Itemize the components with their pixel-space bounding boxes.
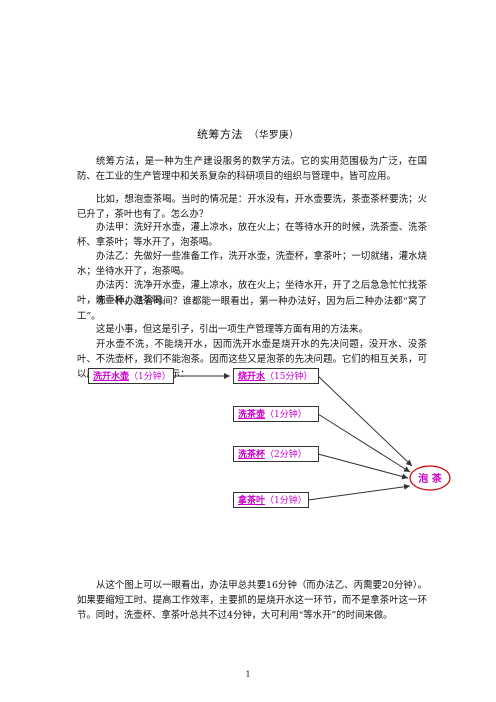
node-wash-cups: 洗茶杯（2分钟） (233, 446, 319, 462)
author-text: （华罗庚） (248, 130, 299, 141)
node-boil-water-name: 烧开水 (238, 372, 266, 382)
page-number: 1 (245, 670, 251, 679)
arrow-diagram: 泡 茶 洗开水壶（1分钟） 烧开水（15分钟） 洗茶壶（1分钟） 洗茶杯（2分钟… (88, 362, 458, 552)
paragraph-method-a: 办法甲：洗好开水壶，灌上凉水，放在火上；在等待水开的时候，洗茶壶、洗茶杯、拿茶叶… (77, 222, 427, 249)
node-wash-kettle-time: （1分钟） (129, 372, 171, 382)
node-wash-teapot-name: 洗茶壶 (238, 410, 266, 420)
title-text: 统筹方法 (196, 128, 243, 141)
make-tea-ellipse (409, 465, 451, 491)
node-wash-teapot-time: （1分钟） (265, 410, 307, 420)
paragraph-method-b: 办法乙：先做好一些准备工作，洗开水壶，洗壶杯，拿茶叶；一切就绪，灌水烧水；坐待水… (77, 251, 427, 278)
arrow-cups-to-tea (317, 453, 409, 480)
node-wash-cups-name: 洗茶杯 (238, 450, 266, 460)
node-wash-kettle: 洗开水壶（1分钟） (88, 368, 174, 384)
node-wash-kettle-name: 洗开水壶 (93, 372, 130, 382)
node-boil-water-time: （15分钟） (265, 372, 313, 382)
node-get-tea-time: （1分钟） (265, 496, 307, 506)
paragraph-example: 比如，想泡壶茶喝。当时的情况是：开水没有，开水壶要洗，茶壶茶杯要洗；火已升了，茶… (77, 194, 427, 221)
node-get-tea: 拿茶叶（1分钟） (233, 492, 309, 508)
node-wash-cups-time: （2分钟） (265, 450, 307, 460)
paragraph-intro-method: 这是小事，但这是引子，引出一项生产管理等方面有用的方法来。 (96, 324, 368, 335)
page-title: 统筹方法 （华罗庚） (0, 126, 496, 142)
node-boil-water: 烧开水（15分钟） (233, 368, 319, 384)
paragraph-method-c: 办法丙：洗净开水壶，灌上凉水，放在火上；坐待水开，开了之后急急忙忙找茶叶，洗壶杯… (77, 280, 427, 307)
make-tea-label: 泡 茶 (418, 472, 442, 485)
paragraph-intro: 统筹方法，是一种为生产建设服务的数学方法。它的实用范围极为广泛，在国防、在工业的… (77, 156, 427, 183)
paragraph-conclusion: 从这个图上可以一眼看出，办法甲总共要16分钟（而办法乙、丙需要20分钟）。如果要… (77, 580, 427, 622)
arrow-tea-leaves-to-tea (307, 483, 411, 501)
node-get-tea-name: 拿茶叶 (238, 496, 266, 506)
arrow-teapot-to-tea (317, 413, 411, 473)
paragraph-question: 哪一种办法省时间？谁都能一眼看出，第一种办法好，因为后二种办法都“窝了工”。 (77, 296, 427, 323)
node-wash-teapot: 洗茶壶（1分钟） (233, 406, 319, 422)
arrow-boil-to-tea (317, 375, 413, 467)
diagram-arrows: 泡 茶 (173, 373, 451, 501)
